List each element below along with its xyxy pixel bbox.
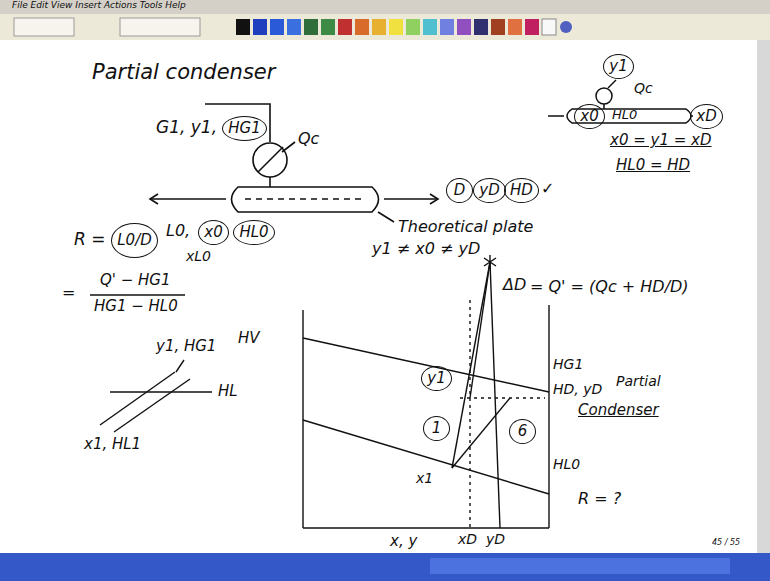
chart-label: HL0 — [553, 456, 580, 472]
menu-bar — [0, 0, 770, 14]
circled-text: y1 — [609, 58, 627, 75]
circled-text: HD — [510, 182, 533, 199]
fraction-denominator: HG1 − HL0 — [94, 298, 178, 315]
difference-point: ΔD — [503, 276, 526, 294]
question-note: R = ? — [578, 490, 621, 508]
circled-symbol: 1 — [423, 416, 450, 441]
stream-label: G1, y1, — [156, 118, 217, 138]
stage-sketch — [100, 360, 212, 432]
annotation: Theoretical plate — [398, 218, 533, 236]
chart-label: HG1 — [553, 356, 583, 372]
slide-heading: Partial condenser — [92, 60, 275, 84]
circled-text: x0 — [580, 108, 598, 125]
circled-text: HL0 — [239, 224, 268, 241]
equation: R = — [74, 230, 105, 250]
axis-tick: xD — [458, 531, 477, 547]
axis-label: x, y — [390, 533, 417, 550]
circled-text: y1 — [427, 370, 445, 387]
chart-note: Condenser — [578, 402, 659, 419]
circled-text: 1 — [432, 420, 442, 437]
color-swatches — [14, 18, 572, 36]
enthalpy-chart — [303, 255, 549, 528]
point-label: x1 — [416, 470, 433, 486]
check-mark: ✓ — [541, 180, 554, 198]
circled-symbol: HG1 — [222, 116, 267, 141]
condenser-mini-sketch — [548, 80, 693, 123]
circled-text: 6 — [518, 423, 528, 440]
equation: HL0 = HD — [616, 157, 690, 174]
circled-symbol: HL0 — [233, 220, 275, 245]
equation: = — [62, 284, 75, 302]
circled-symbol: HD — [504, 178, 539, 203]
circled-symbol: xD — [690, 104, 723, 129]
circled-text: D — [454, 182, 466, 199]
circled-symbol: 6 — [509, 419, 536, 444]
equation: = Q' = (Qc + HD/D) — [530, 278, 689, 296]
circled-symbol: x0 — [198, 220, 229, 245]
circled-symbol: yD — [473, 178, 506, 203]
circled-symbol: L0/D — [111, 223, 158, 258]
circled-text: yD — [479, 182, 499, 199]
fraction-numerator: Q' − HG1 — [100, 272, 170, 289]
circled-symbol: D — [446, 178, 473, 203]
page-counter: 45 / 55 — [712, 538, 740, 547]
stream-label: L0, — [166, 222, 190, 240]
circled-text: xD — [696, 108, 716, 125]
condenser-sketch — [150, 104, 438, 222]
circled-symbol: y1 — [603, 54, 634, 79]
circled-symbol: y1 — [421, 366, 452, 391]
fraction-bar — [90, 294, 185, 295]
equation: x0 = y1 = xD — [610, 132, 711, 149]
menu-text: File Edit View Insert Actions Tools Help — [12, 0, 186, 10]
tool-bar — [0, 14, 770, 40]
task-bar-tab — [430, 558, 730, 574]
heat-duty: Qc — [634, 80, 653, 96]
axis-tick: yD — [486, 531, 505, 547]
circled-text: HG1 — [228, 120, 260, 137]
stream-label: x1, HL1 — [84, 436, 141, 453]
curve-label: HV — [238, 330, 260, 347]
chart-note: Partial — [616, 373, 661, 389]
enthalpy-label: HL — [218, 383, 238, 400]
scroll-strip — [757, 40, 770, 553]
inequality-note: y1 ≠ x0 ≠ yD — [372, 240, 480, 258]
stream-label: HL0 — [612, 108, 637, 123]
chart-label: HD, yD — [553, 381, 602, 397]
circled-text: L0/D — [117, 232, 152, 249]
stream-label: xL0 — [186, 248, 211, 264]
heat-duty: Qc — [298, 130, 319, 148]
task-bar — [0, 553, 770, 581]
circled-text: x0 — [204, 224, 222, 241]
stream-label: y1, HG1 — [156, 338, 216, 355]
circled-symbol: x0 — [574, 104, 605, 129]
